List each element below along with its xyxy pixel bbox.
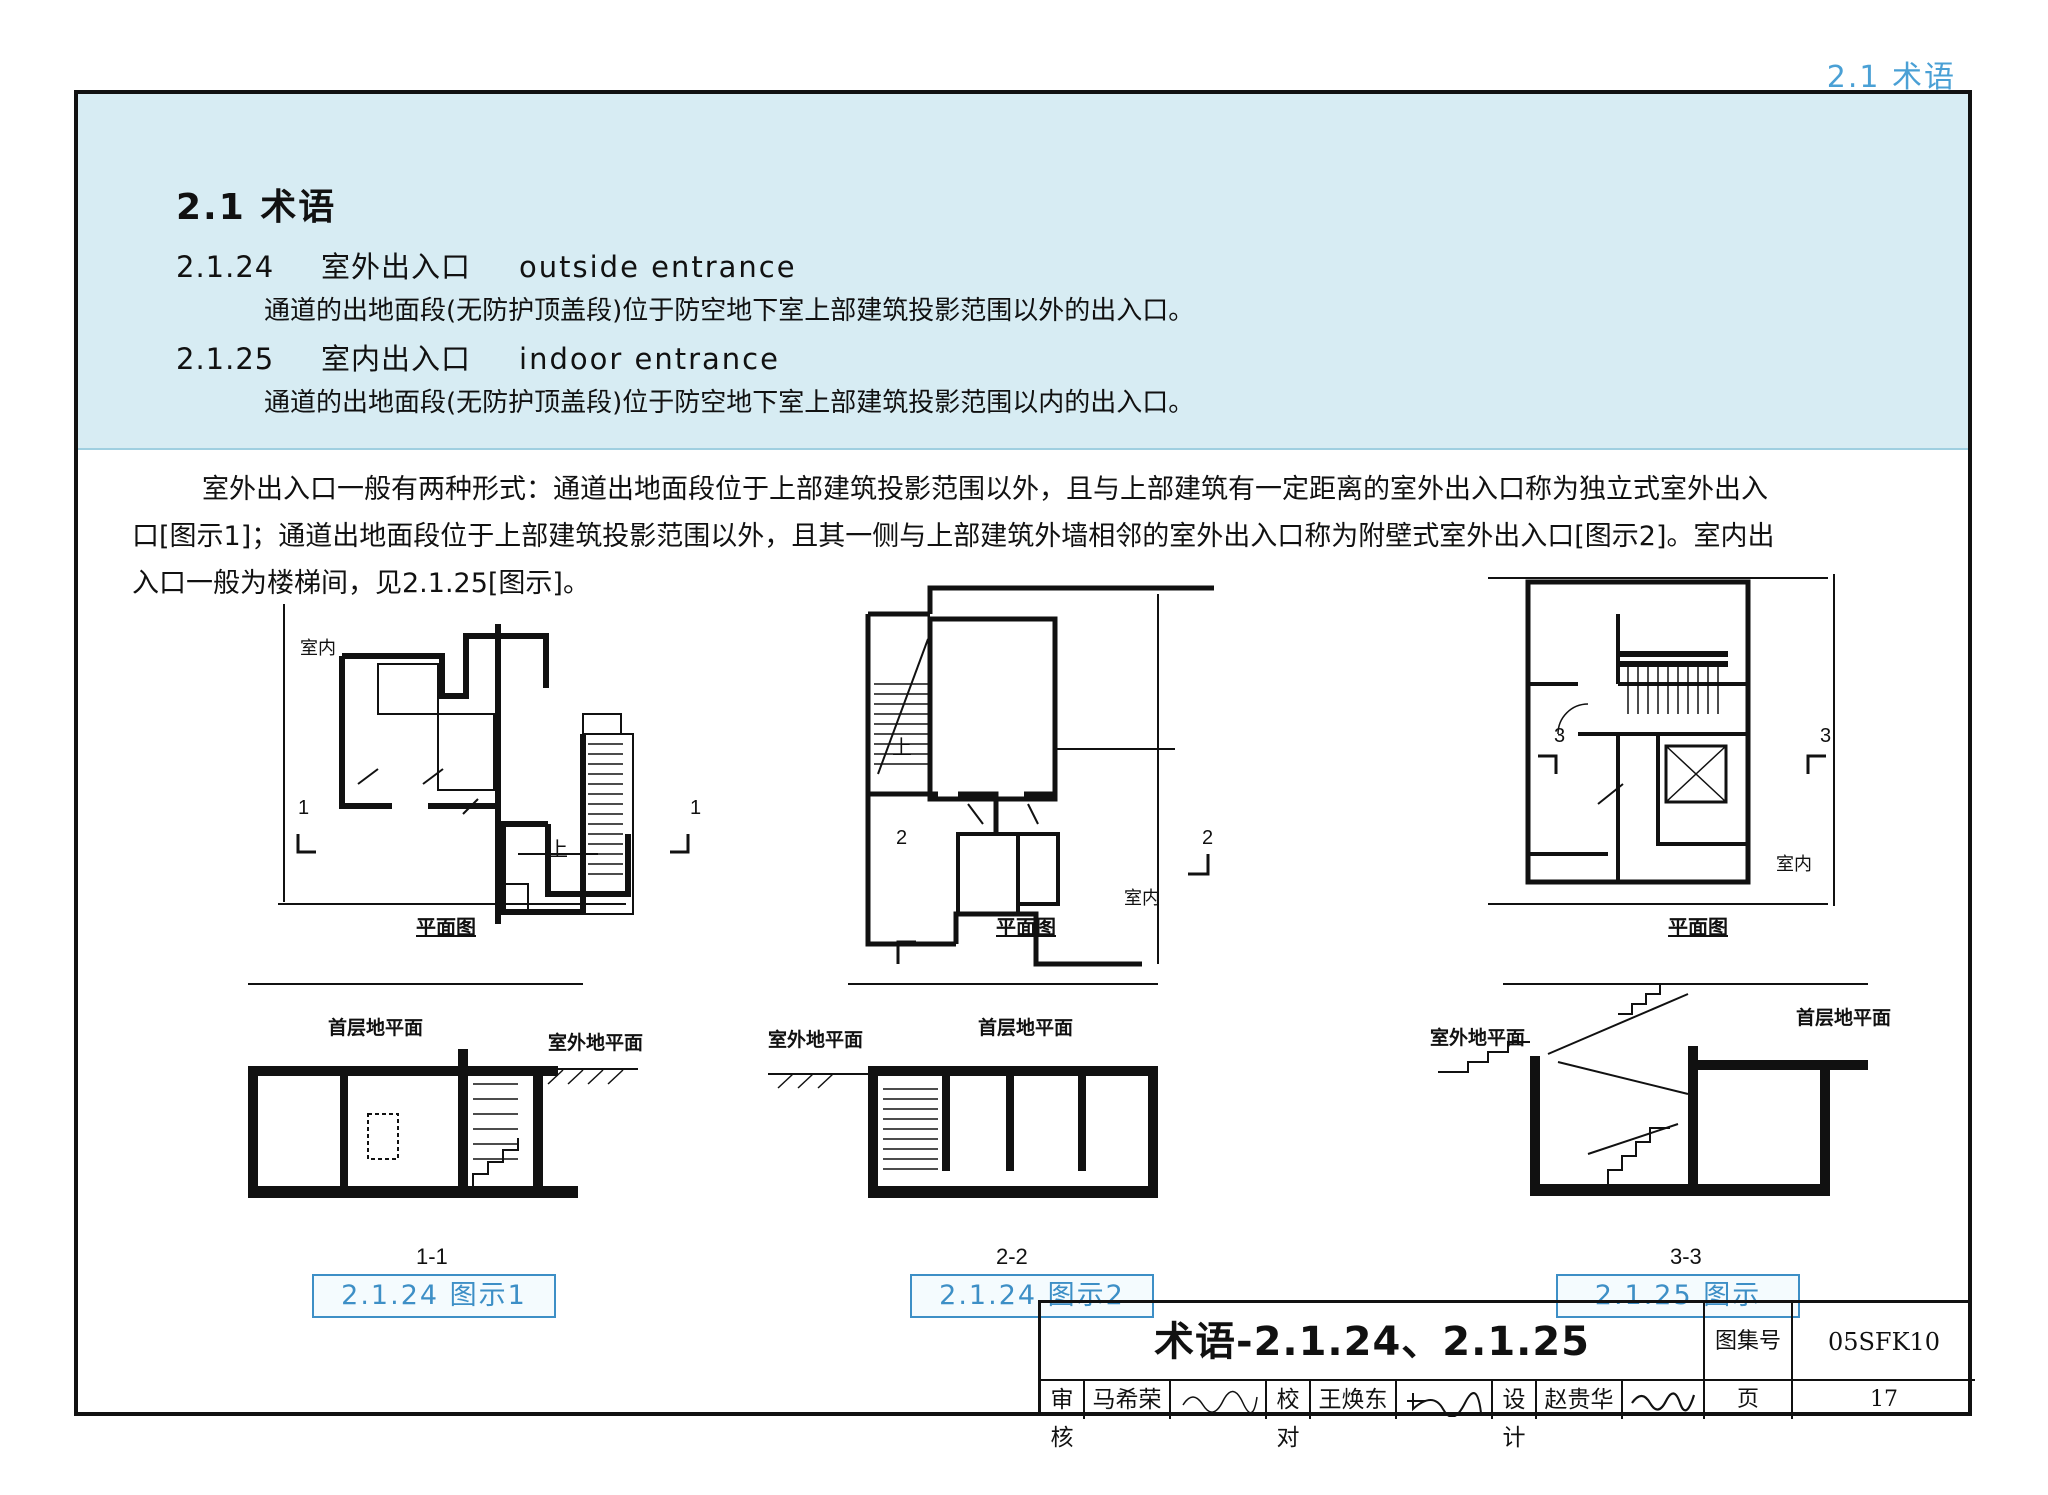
signature-row: 审核 马希荣 校对 王焕东 设计 赵贵华 xyxy=(1041,1381,1705,1451)
plan3-room-label: 室内 xyxy=(1776,854,1812,874)
title-block-title: 术语-2.1.24、2.1.25 xyxy=(1041,1303,1705,1381)
term-definition: 通道的出地面段(无防护顶盖段)位于防空地下室上部建筑投影范围以外的出入口。 xyxy=(264,296,1195,326)
paragraph-line: 入口一般为楼梯间，见2.1.25[图示]。 xyxy=(132,568,590,599)
sec1-outdoor-label: 室外地平面 xyxy=(548,1031,643,1054)
check-label: 校对 xyxy=(1267,1381,1311,1451)
term-definition: 通道的出地面段(无防护顶盖段)位于防空地下室上部建筑投影范围以内的出入口。 xyxy=(264,388,1195,418)
plan2-up-label: 上 xyxy=(892,736,912,759)
plan3-label: 平面图 xyxy=(1668,916,1728,939)
drawing-frame: 2.1 术语 2.1.24 室外出入口 outside entrance 通道的出地… xyxy=(74,90,1975,1451)
definition-band: 2.1 术语 2.1.24 室外出入口 outside entrance 通道的出地… xyxy=(78,94,1968,450)
sec3-first-floor-label: 首层地平面 xyxy=(1796,1006,1891,1029)
plan3-cut-left: 3 xyxy=(1554,725,1565,747)
page-number: 17 xyxy=(1870,1387,1898,1412)
section-2-2 xyxy=(768,983,1158,1198)
reviewer-name: 马希荣 xyxy=(1085,1381,1171,1419)
section1-label: 1-1 xyxy=(416,1244,448,1269)
section2-label: 2-2 xyxy=(996,1244,1028,1269)
signature-mark xyxy=(1407,1392,1482,1418)
designer-signature xyxy=(1623,1381,1705,1419)
term-name-en: indoor entrance xyxy=(519,342,780,376)
figure2-plan xyxy=(865,585,1214,967)
caption-fig1: 2.1.24 图示1 xyxy=(312,1274,556,1318)
plan1-label: 平面图 xyxy=(416,916,476,939)
checker-name: 王焕东 xyxy=(1311,1381,1397,1419)
plan1-room-label: 室内 xyxy=(300,638,336,658)
sec1-first-floor-label: 首层地平面 xyxy=(328,1016,423,1039)
designer-name: 赵贵华 xyxy=(1537,1381,1623,1419)
architectural-drawings: 室内 上 1 1 平面图 上 室内 2 xyxy=(248,574,1891,1269)
plan1-cut-left: 1 xyxy=(298,797,309,819)
section-1-1 xyxy=(248,983,638,1198)
plan2-room-label: 室内 xyxy=(1124,888,1160,908)
figure1-plan xyxy=(278,604,690,924)
paragraph-line: 室外出入口一般有两种形式：通道出地面段位于上部建筑投影范围以外，且与上部建筑有一… xyxy=(202,474,1768,505)
term-name-cn: 室外出入口 xyxy=(321,250,472,284)
plan2-label: 平面图 xyxy=(996,916,1056,939)
paragraph-line: 口[图示1]；通道出地面段位于上部建筑投影范围以外，且其一侧与上部建筑外墙相邻的… xyxy=(132,521,1775,552)
plan2-cut-right: 2 xyxy=(1202,827,1213,849)
page-label: 页 xyxy=(1705,1381,1793,1419)
checker-signature xyxy=(1397,1381,1493,1419)
sec3-outdoor-label: 室外地平面 xyxy=(1430,1026,1525,1049)
term-number: 2.1.24 xyxy=(176,250,275,284)
signature-mark xyxy=(1631,1392,1696,1412)
term-name-en: outside entrance xyxy=(519,250,797,284)
corner-section-label: 2.1 术语 xyxy=(1826,60,1956,95)
section-title: 2.1 术语 xyxy=(176,187,337,228)
plan3-cut-right: 3 xyxy=(1820,725,1831,747)
title-block: 术语-2.1.24、2.1.25 图集号 05SFK10 审核 马希荣 校对 王… xyxy=(1038,1300,1975,1451)
signature-mark xyxy=(1182,1390,1258,1414)
term-name-cn: 室内出入口 xyxy=(321,342,472,376)
section-3-3 xyxy=(1438,983,1868,1196)
sec2-first-floor-label: 首层地平面 xyxy=(978,1016,1073,1039)
design-label: 设计 xyxy=(1493,1381,1537,1451)
sec2-outdoor-label: 室外地平面 xyxy=(768,1028,863,1051)
term-2-1-25: 2.1.25 室内出入口 indoor entrance xyxy=(176,336,780,378)
term-number: 2.1.25 xyxy=(176,342,275,376)
section3-label: 3-3 xyxy=(1670,1244,1702,1269)
reviewer-signature xyxy=(1171,1381,1267,1419)
figure3-plan xyxy=(1488,574,1835,906)
plan1-cut-right: 1 xyxy=(690,797,701,819)
atlas-label: 图集号 xyxy=(1705,1303,1793,1381)
caption-fig3: 2.1.25 图示 xyxy=(1556,1274,1800,1318)
term-2-1-24: 2.1.24 室外出入口 outside entrance xyxy=(176,244,797,286)
review-label: 审核 xyxy=(1041,1381,1085,1451)
caption-fig2: 2.1.24 图示2 xyxy=(910,1274,1154,1318)
plan2-cut-left: 2 xyxy=(896,827,907,849)
explanation-paragraph: 室外出入口一般有两种形式：通道出地面段位于上部建筑投影范围以外，且与上部建筑有一… xyxy=(132,466,1922,607)
atlas-number: 05SFK10 xyxy=(1793,1303,1975,1381)
plan1-up-label: 上 xyxy=(548,838,568,861)
